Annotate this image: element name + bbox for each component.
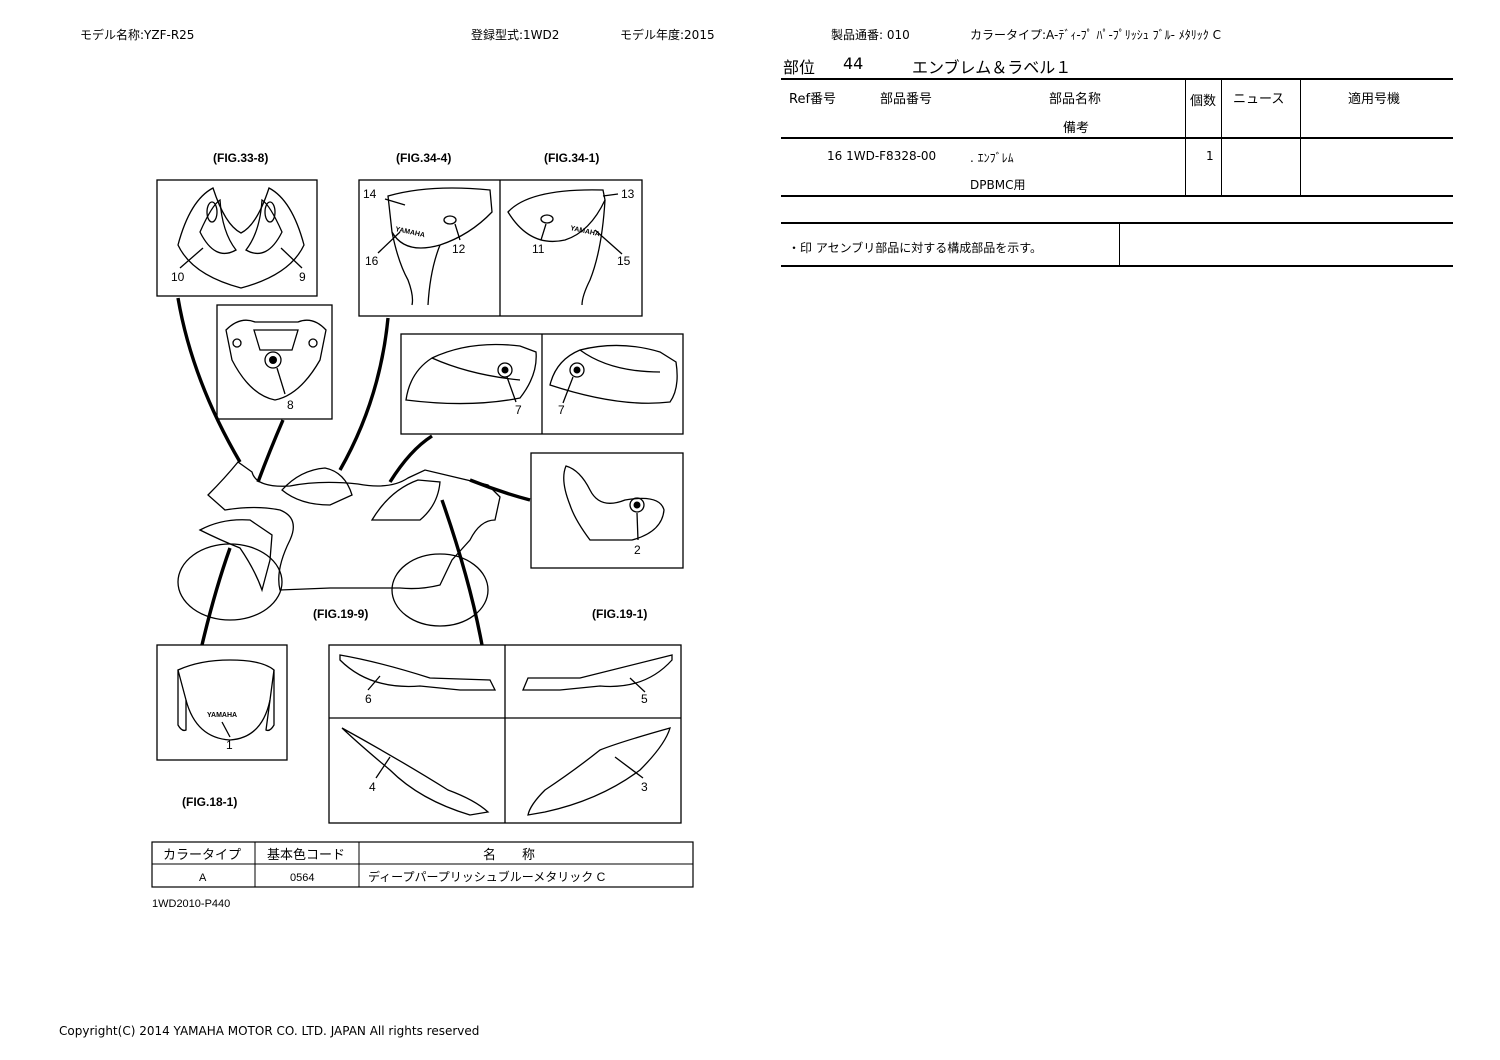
callout-12: 12 xyxy=(452,242,466,256)
table-row-rule xyxy=(781,195,1453,197)
callout-16: 16 xyxy=(365,254,379,268)
color-table-header-code: 基本色コード xyxy=(267,847,345,862)
col-divider xyxy=(1300,80,1301,195)
header-part-name: 部品名称 xyxy=(1049,92,1102,107)
col-divider xyxy=(1221,80,1222,195)
fig-label-34-1: (FIG.34-1) xyxy=(544,151,599,165)
callout-3: 3 xyxy=(641,780,648,794)
fig-label-19-1: (FIG.19-1) xyxy=(592,607,647,621)
assembly-note: ・印 アセンブリ部品に対する構成部品を示す。 xyxy=(788,241,1043,255)
callout-10: 10 xyxy=(171,270,185,284)
yamaha-logotype: YAMAHA xyxy=(395,226,426,239)
header-applicable: 適用号機 xyxy=(1348,92,1401,107)
frame-headlight-cover xyxy=(216,304,333,420)
model-year: モデル年度:2015 xyxy=(620,28,715,42)
section-label: 部位 xyxy=(783,58,816,77)
frame-front-fender xyxy=(156,644,288,761)
note-top-rule xyxy=(781,222,1453,224)
callout-4: 4 xyxy=(369,780,376,794)
header-news: ニュース xyxy=(1233,92,1285,107)
callout-8: 8 xyxy=(287,398,294,412)
callout-1: 1 xyxy=(226,738,233,752)
table-top-rule xyxy=(781,78,1453,80)
model-name: モデル名称:YZF-R25 xyxy=(80,28,195,42)
color-table-header-type: カラータイプ xyxy=(163,847,241,862)
callout-6: 6 xyxy=(365,692,372,706)
callout-5: 5 xyxy=(641,692,648,706)
color-table-header-name: 名 称 xyxy=(483,847,535,862)
callout-7-left: 7 xyxy=(515,403,522,417)
callout-11: 11 xyxy=(532,242,545,256)
registration-type: 登録型式:1WD2 xyxy=(471,28,560,42)
color-table-name-value: ディープパープリッシュブルーメタリック C xyxy=(368,869,606,884)
col-divider xyxy=(1185,80,1186,195)
section-title: エンブレム＆ラベル１ xyxy=(912,58,1072,77)
color-table: カラータイプ 基本色コード 名 称 A 0564 ディープパープリッシュブルーメ… xyxy=(151,841,694,888)
header-quantity: 個数 xyxy=(1190,94,1217,109)
color-table-type-value: A xyxy=(199,872,207,884)
row-remark: DPBMC用 xyxy=(970,178,1026,192)
row-ref-part-number: 16 1WD-F8328-00 xyxy=(827,149,937,163)
fig-label-19-9: (FIG.19-9) xyxy=(313,607,368,621)
callout-2: 2 xyxy=(634,543,641,557)
callout-14: 14 xyxy=(363,187,377,201)
header-part-number: 部品番号 xyxy=(880,92,933,107)
note-divider xyxy=(1119,223,1120,265)
fig-label-34-4: (FIG.34-4) xyxy=(396,151,451,165)
color-type: カラータイプ:A-ﾃﾞｨ-ﾌﾟ ﾊﾟ-ﾌﾟﾘｯｼｭ ﾌﾞﾙ- ﾒﾀﾘｯｸ C xyxy=(970,28,1221,42)
callout-13: 13 xyxy=(621,187,635,201)
product-serial: 製品通番: 010 xyxy=(831,28,910,42)
row-part-name: . ｴﾝﾌﾞﾚﾑ xyxy=(970,151,1014,165)
callout-9: 9 xyxy=(299,270,306,284)
header-remarks: 備考 xyxy=(1063,121,1090,136)
drawing-code: 1WD2010-P440 xyxy=(152,898,230,910)
fig-label-33-8: (FIG.33-8) xyxy=(213,151,268,165)
copyright-notice: Copyright(C) 2014 YAMAHA MOTOR CO. LTD. … xyxy=(59,1024,480,1038)
callout-7-right: 7 xyxy=(558,403,565,417)
row-quantity: 1 xyxy=(1206,149,1214,163)
section-number: 44 xyxy=(843,54,864,73)
yamaha-logotype: YAMAHA xyxy=(207,712,237,719)
header-ref: Ref番号 xyxy=(789,92,837,107)
frame-front-cowl xyxy=(156,179,318,297)
callout-15: 15 xyxy=(617,254,631,268)
fig-label-18-1: (FIG.18-1) xyxy=(182,795,237,809)
note-bottom-rule xyxy=(781,265,1453,267)
color-table-code-value: 0564 xyxy=(290,872,314,884)
frame-rear-cowl xyxy=(530,452,684,569)
table-header-rule xyxy=(781,137,1453,139)
